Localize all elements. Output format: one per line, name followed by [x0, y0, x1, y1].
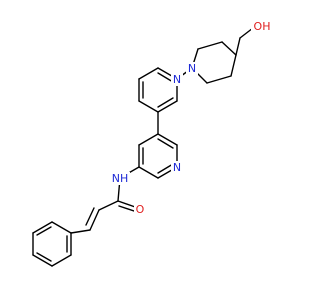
structure-canvas: N N N NH O OH [32, 20, 273, 267]
label-backgrounds [110, 20, 273, 216]
bond-c4-ch2 [235, 37, 241, 56]
bond-pyr2 [138, 133, 159, 146]
bond-pyr2 [157, 133, 178, 146]
bond-pip [206, 75, 232, 84]
bond-pyr2-double [157, 138, 174, 149]
bond-phenyl [32, 221, 53, 234]
bond-pyr1 [157, 100, 178, 113]
bond-alkene-ph [70, 229, 91, 234]
bond-pyr1 [138, 67, 159, 80]
bond-co-alkene [98, 200, 119, 211]
upper-pyridine-nitrogen-label: N [173, 73, 181, 86]
bond-phenyl [51, 221, 72, 234]
bond-pyr1 [138, 100, 159, 113]
lower-pyridine-nitrogen-label: N [173, 161, 181, 174]
bond-pyr2-double [157, 163, 174, 174]
carbonyl-oxygen-label: O [136, 203, 145, 216]
bond-pyr1-double [157, 97, 174, 108]
bond-phenyl-double [36, 226, 52, 236]
bond-phenyl [51, 254, 72, 267]
atom-labels: N N N NH O OH [112, 20, 271, 216]
bond-alkene-double [85, 207, 95, 226]
amide-nh-label: NH [112, 172, 129, 185]
piperidine-nitrogen-label: N [188, 62, 196, 75]
bond-ch2-oh [239, 27, 254, 39]
bond-pyr2 [138, 166, 159, 179]
bond-pip [230, 54, 237, 77]
bond-pip [197, 41, 223, 50]
molecule-drawing: N N N NH O OH [32, 20, 273, 267]
bond-layer [32, 27, 254, 267]
bond-alkene [89, 209, 100, 231]
bond-phenyl-double [36, 252, 52, 262]
bond-pyr1-double [157, 72, 174, 83]
hydroxyl-label: OH [254, 20, 271, 33]
bond-phenyl [32, 254, 53, 267]
bond-pip [221, 41, 237, 56]
